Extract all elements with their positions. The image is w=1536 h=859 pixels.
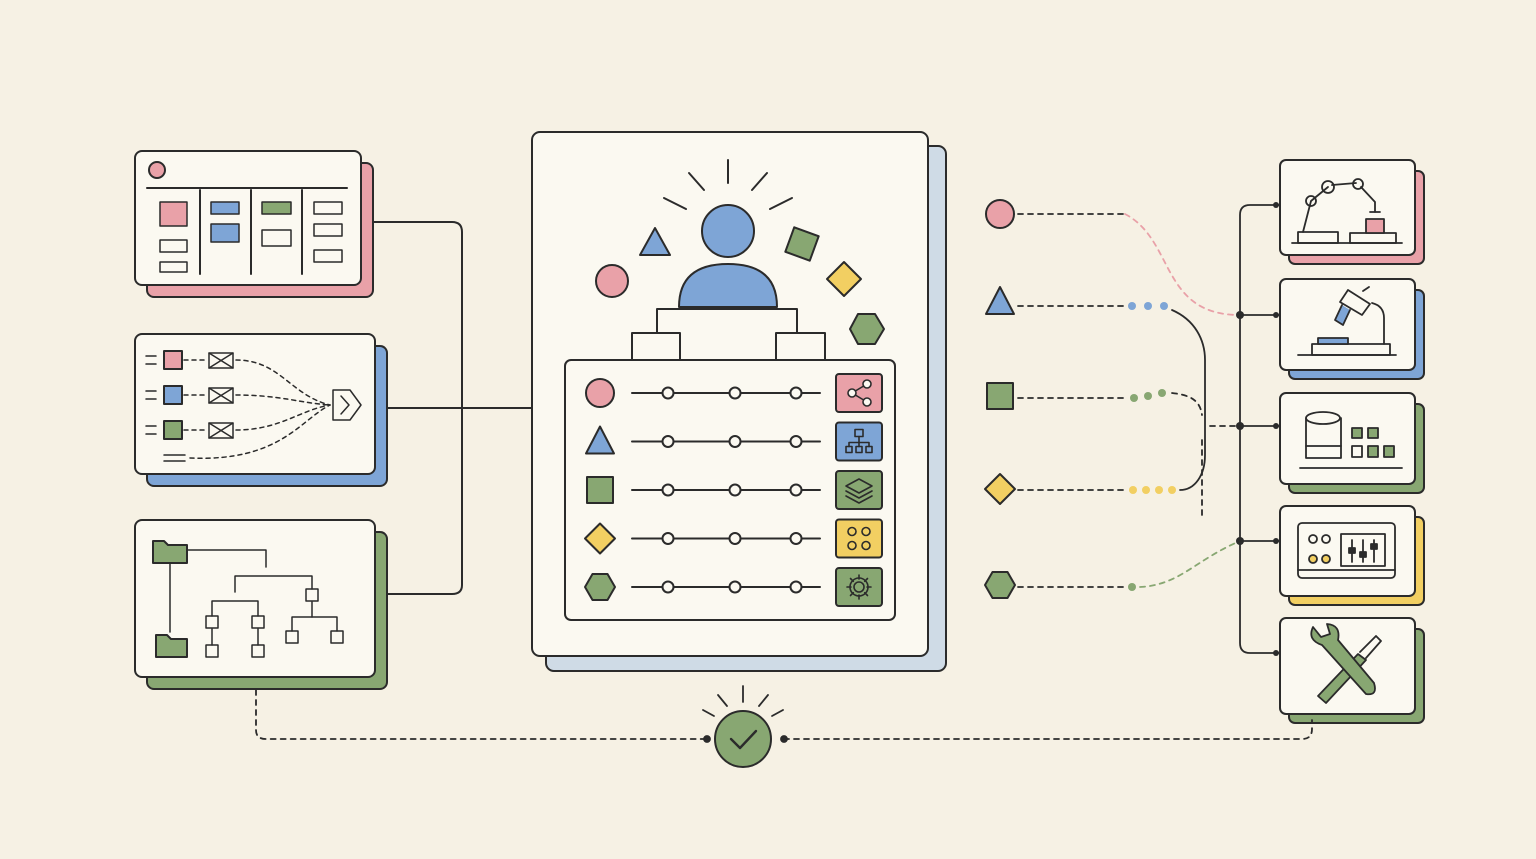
control-panel-icon [1297, 522, 1396, 579]
hub-table [564, 359, 896, 621]
hexagon-icon [849, 313, 885, 345]
triangle-icon [639, 227, 671, 256]
hub-row[interactable] [585, 373, 883, 413]
hub-row[interactable] [586, 470, 883, 510]
robot-arm-icon [1291, 178, 1403, 244]
destination-card-robot-arm[interactable] [1279, 159, 1425, 265]
message-routing-icon [145, 350, 362, 462]
destination-card-storage[interactable] [1279, 392, 1425, 494]
hub-row[interactable] [585, 421, 883, 462]
destination-card-control-panel[interactable] [1279, 505, 1425, 606]
signal-hexagon-icon [984, 571, 1016, 599]
row-node [661, 580, 675, 594]
destination-card-tools[interactable] [1279, 617, 1425, 724]
org-chart-icon [845, 428, 873, 454]
row-node [728, 580, 742, 594]
circle-icon [585, 378, 615, 408]
row-node [728, 435, 742, 448]
row-node [789, 483, 803, 497]
hub-rows [584, 373, 883, 607]
signal-shapes [984, 199, 1016, 599]
signal-circle-icon [985, 199, 1015, 229]
square-icon [784, 226, 820, 262]
row-node [789, 435, 803, 448]
signal-square-icon [986, 382, 1014, 410]
storage-tank-icon [1299, 411, 1403, 469]
check-icon[interactable] [714, 710, 772, 768]
microscope-icon [1297, 286, 1397, 356]
circle-icon [595, 264, 629, 298]
diamond-icon [826, 261, 862, 297]
apps-grid-icon [847, 526, 871, 551]
row-node [789, 580, 803, 594]
row-node [661, 483, 675, 497]
source-card-kanban[interactable] [134, 150, 374, 298]
wrench-screwdriver-icon [1310, 623, 1382, 704]
row-node [661, 435, 675, 448]
square-icon [586, 476, 614, 504]
row-node [789, 532, 803, 545]
hub-card[interactable] [531, 131, 947, 672]
kanban-board-icon [146, 161, 348, 275]
hub-row[interactable] [584, 567, 883, 607]
signal-diamond-icon [984, 473, 1016, 505]
row-node [728, 483, 742, 497]
row-action-button[interactable] [835, 567, 883, 607]
row-node [728, 386, 742, 400]
hexagon-icon [584, 573, 616, 601]
share-icon [847, 379, 872, 407]
row-action-button[interactable] [835, 470, 883, 510]
row-node [661, 532, 675, 545]
layers-icon [845, 478, 873, 504]
row-action-button[interactable] [835, 421, 883, 462]
folder-tree-icon [152, 540, 344, 658]
row-action-button[interactable] [835, 518, 883, 559]
row-node [789, 386, 803, 400]
row-node [728, 532, 742, 545]
hub-row[interactable] [584, 518, 883, 559]
row-action-button[interactable] [835, 373, 883, 413]
source-card-messages[interactable] [134, 333, 388, 487]
validation-loop [255, 685, 1313, 743]
triangle-icon [585, 425, 615, 455]
source-connectors [361, 221, 533, 595]
signal-triangle-icon [985, 286, 1015, 315]
row-node [661, 386, 675, 400]
gear-icon [846, 574, 872, 600]
source-card-file-tree[interactable] [134, 519, 388, 690]
signal-connectors [1017, 202, 1281, 656]
destination-card-microscope[interactable] [1279, 278, 1425, 380]
diamond-icon [584, 522, 616, 555]
